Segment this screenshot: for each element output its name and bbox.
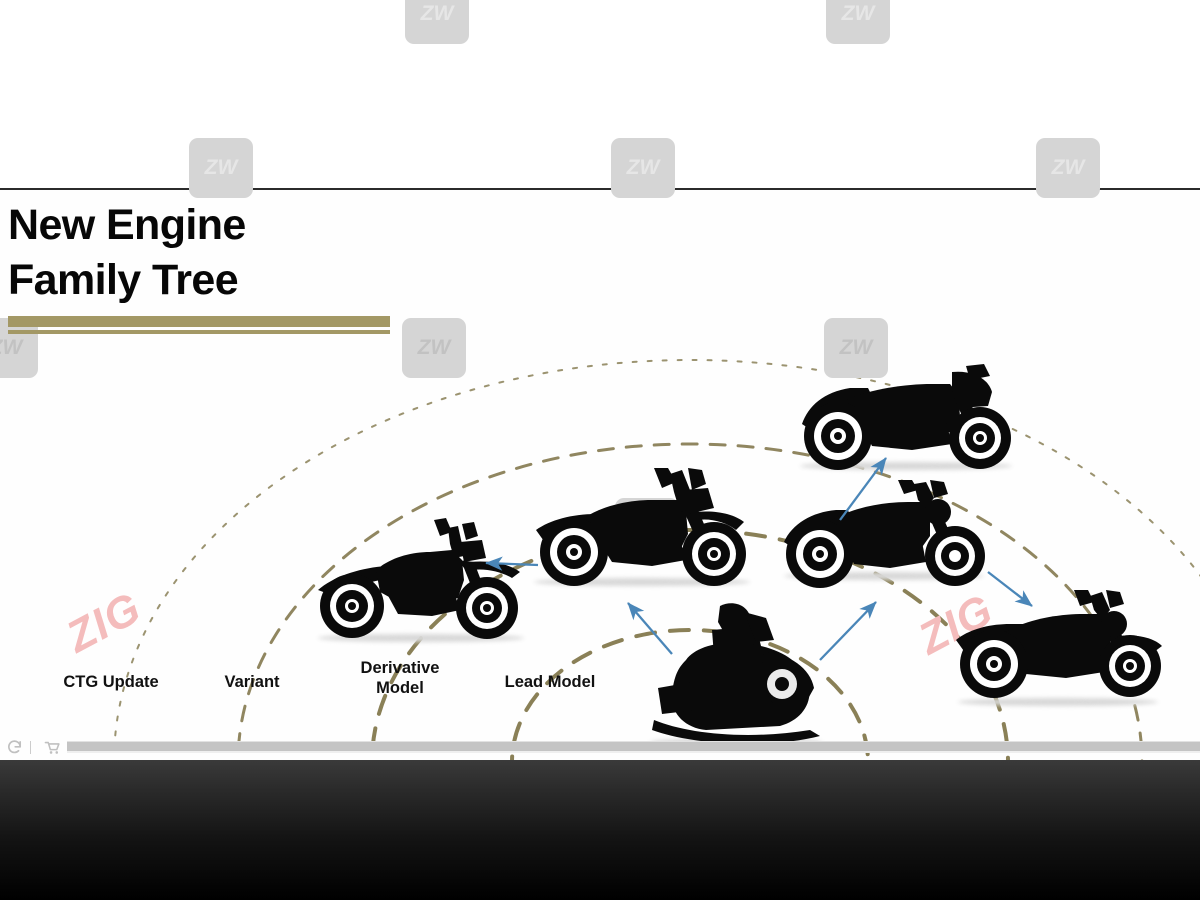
category-label-lead-model: Lead Model [504,673,596,691]
zw-watermark-text: ZW [417,336,451,359]
toolbar-divider [30,740,31,754]
arrow-to-cafe-racer [839,457,887,521]
dual-sport-motorcycle [312,518,528,640]
relationship-arrows [485,457,1033,661]
category-label-ctg-update: CTG Update [63,673,159,691]
concentric-arcs [113,359,1200,760]
top-strip [0,0,1200,189]
bike-shadow [318,634,524,642]
progress-scrubber[interactable] [67,741,1200,753]
zw-watermark: ZW [402,318,466,378]
arc-inner [510,628,870,760]
title-rule-thick [8,316,390,327]
cafe-racer-motorcycle [794,362,1018,476]
adventure-tourer-motorcycle [528,468,754,586]
category-label-derivative-model: Derivative Model [360,659,440,698]
zw-watermark: ZW [405,0,469,44]
title-line-1: New Engine [8,201,246,249]
arc-third [370,528,1010,760]
zw-watermark-text: ZW [1051,156,1085,179]
slide-canvas: New Engine Family Tree ZW ZW ZW ZW [0,190,1200,760]
scrambler-motorcycle [952,590,1164,700]
cart-icon[interactable] [44,739,61,756]
zw-watermark: ZW [826,0,890,44]
page-title: New Engine Family Tree [8,198,438,308]
zw-watermark-text: ZW [839,336,873,359]
rotate-icon[interactable] [6,739,23,756]
header-divider [0,188,1200,190]
arrow-to-adventure [627,602,673,655]
zw-watermark-text: ZW [204,156,238,179]
title-rule-thin [8,330,390,334]
player-toolbar[interactable] [0,735,1200,759]
zw-watermark: ZW [0,318,38,378]
bike-shadow [958,698,1158,706]
arrow-to-scrambler [987,571,1033,607]
arrow-to-dual-sport [485,556,539,571]
arc-second [236,442,1144,760]
zw-watermark: ZW [824,318,888,378]
bike-shadow [784,572,984,580]
zw-watermark: ZW [611,138,675,198]
zw-watermark-text: ZW [841,2,875,25]
zw-watermark-text: ZW [420,2,454,25]
bike-shadow [534,578,750,586]
engine-block [644,602,834,748]
zw-watermark-text: ZW [626,156,660,179]
category-label-variant: Variant [224,673,280,691]
bottom-gradient-band [0,760,1200,900]
zw-watermark-text: ZW [0,336,23,359]
title-line-2: Family Tree [8,256,239,305]
bike-shadow [800,462,1012,470]
zw-watermark: ZW [1036,138,1100,198]
zw-watermark: ZW [189,138,253,198]
cruiser-motorcycle [778,480,990,588]
arrow-to-cruiser [819,601,877,661]
